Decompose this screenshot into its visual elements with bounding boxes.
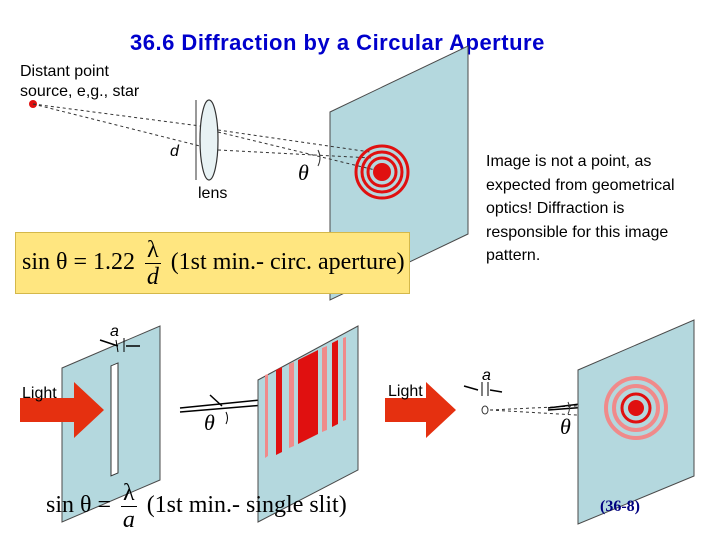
formula-circular-box: sin θ = 1.22 λ d (1st min.- circ. apertu… <box>15 232 410 294</box>
a-label-aperture: a <box>482 367 491 384</box>
formula-slit: sin θ = λ a (1st min.- single slit) <box>46 480 347 533</box>
formula-slit-den: a <box>122 507 135 533</box>
light-label-right: Light <box>388 383 423 400</box>
slit-fringes <box>265 337 346 458</box>
equation-number: (36-8) <box>600 498 640 515</box>
slit <box>110 362 119 477</box>
theta-label-aperture: θ <box>560 414 571 439</box>
formula-circular-num: λ <box>145 237 161 264</box>
lens <box>199 99 219 181</box>
circular-aperture <box>481 405 489 415</box>
airy-rings-bottom <box>604 376 668 440</box>
light-label-left: Light <box>22 385 57 402</box>
lens-label: lens <box>198 185 228 202</box>
a-label-slit: a <box>110 323 119 340</box>
source-label-line2: source, e,g., star <box>20 83 140 100</box>
formula-circular-den: d <box>146 264 159 290</box>
d-label: d <box>170 143 179 160</box>
airy-rings-top <box>354 144 410 200</box>
theta-label-slit: θ <box>204 410 215 435</box>
light-arrow-right <box>385 382 456 438</box>
theta-label-top: θ <box>298 160 309 185</box>
formula-slit-num: λ <box>121 480 137 507</box>
formula-circular-note: (1st min.- circ. aperture) <box>170 249 405 276</box>
formula-slit-lhs: sin θ = <box>46 492 112 519</box>
page-title: 36.6 Diffraction by a Circular Aperture <box>130 30 545 55</box>
formula-slit-note: (1st min.- single slit) <box>146 492 347 519</box>
source-label-line1: Distant point <box>20 63 109 80</box>
formula-circular-lhs: sin θ = 1.22 <box>22 249 136 276</box>
description-text: Image is not a point, as expected from g… <box>486 153 675 264</box>
light-arrow-left <box>20 382 104 438</box>
